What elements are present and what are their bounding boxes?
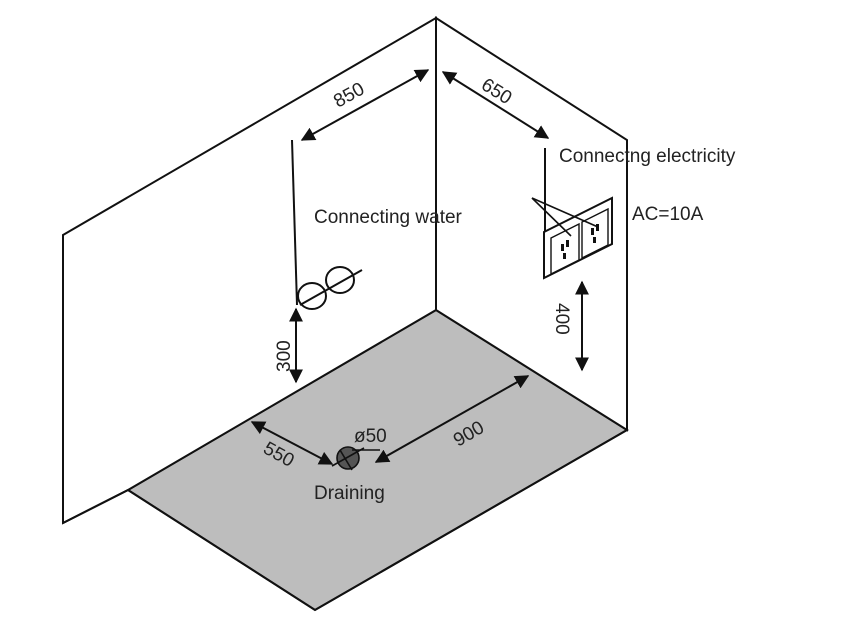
label-connecting-water: Connecting water (314, 207, 463, 228)
drain (331, 446, 380, 471)
label-ac-rating: AC=10A (632, 204, 704, 225)
dim-400: 400 (551, 303, 572, 335)
socket-outlet (543, 196, 613, 280)
label-draining: Draining (314, 483, 385, 504)
label-diameter: ø50 (354, 426, 387, 447)
left-wall (62, 16, 437, 525)
label-connecting-electricity: Connectng electricity (559, 146, 736, 167)
water-connection (291, 139, 363, 310)
dim-300: 300 (274, 340, 295, 372)
